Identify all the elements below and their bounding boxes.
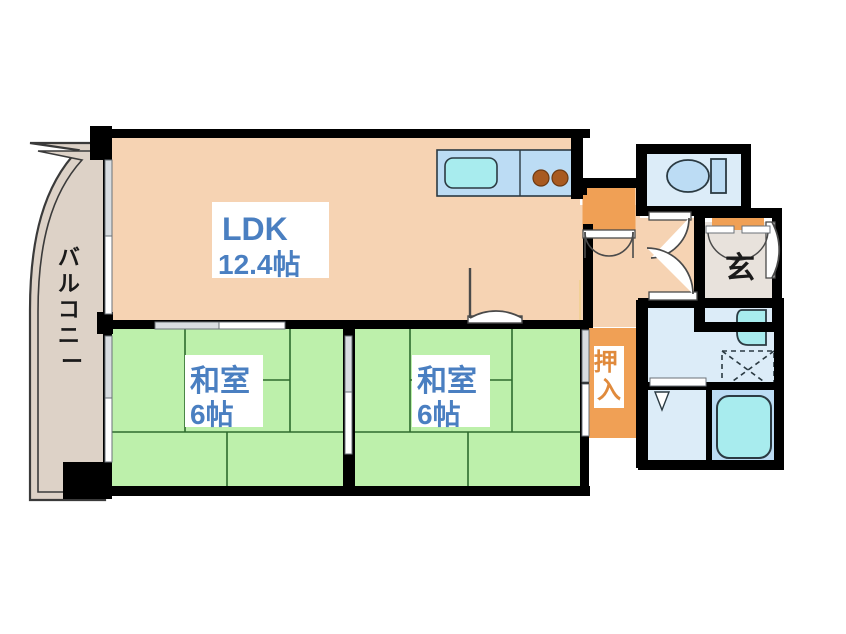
oshiire-label-group: 押 入 (594, 346, 625, 408)
balcony-area (28, 141, 107, 502)
balcony-char: ニ (58, 323, 80, 348)
door-entrance[interactable] (765, 221, 781, 279)
washitsu-right-size-label: 6帖 (417, 399, 461, 430)
balcony-char: ル (58, 271, 80, 296)
oshiire-doors[interactable] (581, 329, 590, 437)
washitsu-right-name-label: 和室 (417, 364, 477, 398)
genkan-inner-doors[interactable] (705, 225, 771, 261)
balcony-char: ー (61, 349, 83, 374)
oshiire-label: 押 入 (594, 349, 625, 404)
fusuma-panel[interactable] (344, 391, 353, 455)
sliding-window-panel[interactable] (104, 335, 113, 399)
sink-icon (444, 157, 498, 189)
wet-fixtures (653, 158, 775, 459)
balcony-railing-inner (37, 150, 106, 493)
fusuma-panel[interactable] (218, 321, 286, 330)
washitsu-left-size-label: 6帖 (190, 399, 234, 430)
door-leaf[interactable] (582, 229, 636, 239)
ldk-label-group: LDK 12.4帖 (212, 202, 329, 280)
label-backdrop (185, 355, 263, 427)
balcony-sliding-windows[interactable] (104, 159, 113, 463)
kitchen-closet (582, 185, 636, 231)
bathtub-icon (716, 395, 772, 459)
kitchen-counter (436, 149, 583, 197)
balcony-label-group: バ ル コ ニ ー (58, 245, 86, 374)
sliding-window-panel[interactable] (104, 159, 113, 237)
sliding-window-panel[interactable] (104, 397, 113, 463)
door-washitsu-right-to-ldk[interactable] (467, 268, 523, 324)
drain-arrow-icon (653, 391, 671, 412)
kitchen-closet-double-door[interactable] (582, 229, 636, 258)
washitsu-right-label-group: 和室 6帖 (412, 355, 490, 430)
door-leaf[interactable] (648, 211, 692, 221)
fusuma-panel[interactable] (154, 321, 220, 330)
door-leaf[interactable] (648, 291, 698, 301)
door-washroom[interactable] (646, 247, 698, 301)
toilet-tank-icon (710, 158, 727, 194)
genkan-door-panel[interactable] (741, 225, 771, 234)
washitsu-left-label-group: 和室 6帖 (185, 355, 263, 430)
fusuma-between-washitsu[interactable] (344, 335, 353, 455)
balcony-char: コ (58, 297, 80, 322)
ldk-size-label: 12.4帖 (218, 249, 301, 280)
stove-burner-icon (532, 169, 550, 187)
genkan-label: 玄 (725, 251, 755, 285)
oshiire-door-panel[interactable] (581, 329, 590, 383)
label-backdrop (594, 346, 624, 408)
genkan-door-arc (707, 232, 739, 261)
ldk-name-label: LDK (222, 211, 288, 247)
sliding-window-panel[interactable] (104, 235, 113, 315)
fusuma-panel[interactable] (344, 335, 353, 393)
toilet-icon (666, 159, 710, 193)
washroom-floor-lower (648, 390, 710, 462)
genkan-label-group: 玄 (725, 251, 755, 285)
oshiire-char: 押 (594, 349, 618, 376)
walls (63, 126, 784, 499)
washing-machine-x-icon (721, 350, 775, 390)
genkan-door-arc (737, 232, 769, 261)
fusuma-ldk-washitsu[interactable] (154, 321, 286, 330)
washitsu-left-name-label: 和室 (190, 364, 250, 398)
door-swing-arc (771, 221, 781, 279)
door-swing-arc (646, 247, 694, 295)
label-backdrop (212, 202, 329, 278)
balcony-label: バ ル コ ニ ー (58, 245, 86, 374)
balcony-char: バ (58, 245, 80, 270)
bath-sliding-door[interactable] (649, 377, 707, 387)
oshiire-door-panel[interactable] (581, 383, 590, 437)
stove-burner-icon (551, 169, 569, 187)
genkan-door-panel[interactable] (705, 225, 735, 234)
oshiire-char: 入 (597, 377, 621, 404)
washing-machine-x-icon (721, 350, 775, 390)
door-swing-arc (469, 310, 523, 319)
label-backdrop (412, 355, 490, 427)
